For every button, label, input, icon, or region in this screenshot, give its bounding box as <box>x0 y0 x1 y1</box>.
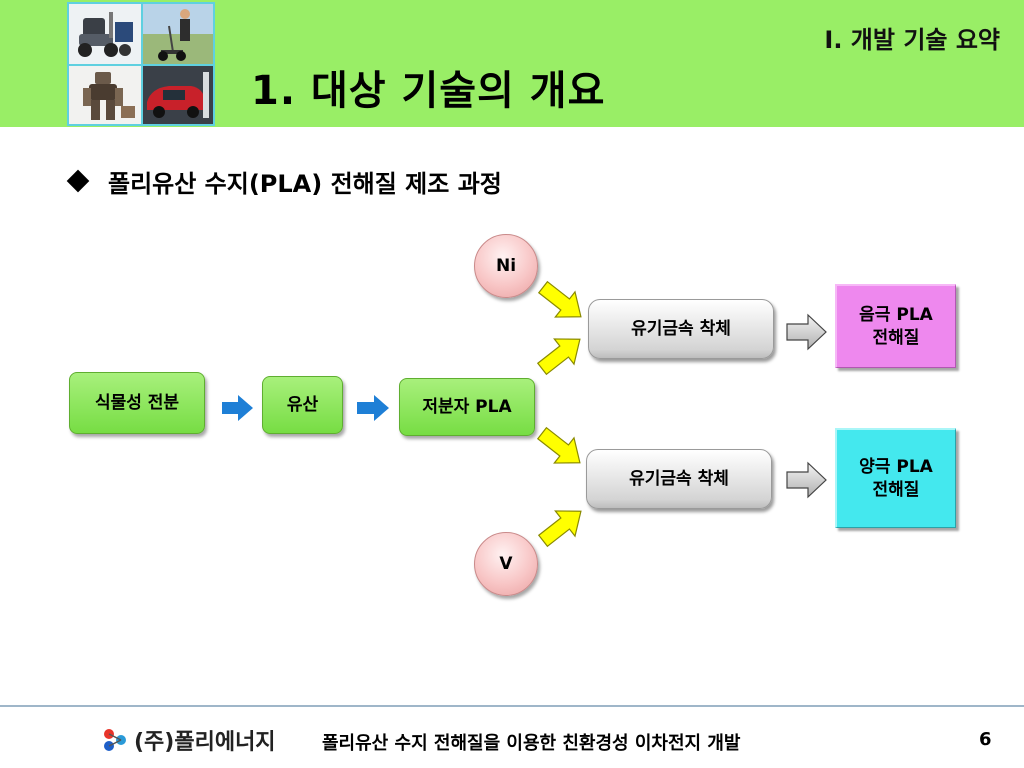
node-lactic-acid: 유산 <box>262 376 343 434</box>
photo-segway <box>143 4 213 64</box>
node-cathode-line1: 양극 PLA <box>859 456 933 477</box>
node-organometallic-complex-top: 유기금속 착체 <box>588 299 774 359</box>
photo-robot <box>69 66 141 124</box>
node-plant-starch-label: 식물성 전분 <box>94 392 180 413</box>
company-logo: (주)폴리에너지 <box>100 724 276 756</box>
company-logo-icon <box>104 729 126 751</box>
bullet-heading-text: 폴리유산 수지(PLA) 전해질 제조 과정 <box>108 169 502 198</box>
bullet-heading: 폴리유산 수지(PLA) 전해질 제조 과정 <box>66 163 502 199</box>
node-anode-line1: 음극 PLA <box>859 304 933 325</box>
arrow-complex-to-cathode <box>786 461 827 499</box>
node-anode-line2: 전해질 <box>872 327 920 348</box>
section-tag: I. 개발 기술 요약 <box>824 26 1000 54</box>
node-low-mw-pla: 저분자 PLA <box>399 378 535 436</box>
arrow-pla-to-complex-bottom <box>536 426 581 464</box>
node-plant-starch: 식물성 전분 <box>69 372 205 434</box>
header-banner: I. 개발 기술 요약 1. 대상 기술의 개요 <box>0 0 1024 127</box>
diamond-bullet-icon <box>66 169 90 193</box>
arrow-pla-to-complex-top <box>536 338 581 376</box>
node-lactic-acid-label: 유산 <box>286 394 319 415</box>
company-name: (주)폴리에너지 <box>134 730 276 755</box>
node-v-label: V <box>499 554 513 574</box>
photo-electric-car <box>143 66 213 124</box>
header-photo-collage <box>67 2 215 126</box>
node-ni: Ni <box>474 234 538 298</box>
node-low-mw-pla-label: 저분자 PLA <box>422 396 512 417</box>
node-anode-pla-electrolyte: 음극 PLA 전해질 <box>835 284 956 368</box>
node-cathode-line2: 전해질 <box>872 479 920 500</box>
node-complex-top-label: 유기금속 착체 <box>631 318 731 339</box>
node-ni-label: Ni <box>495 256 517 276</box>
arrow-ni-to-complex <box>537 280 582 318</box>
arrow-complex-to-anode <box>786 313 827 351</box>
page-number: 6 <box>979 729 992 750</box>
node-cathode-pla-electrolyte: 양극 PLA 전해질 <box>835 428 956 528</box>
node-organometallic-complex-bottom: 유기금속 착체 <box>586 449 772 509</box>
photo-mobility-scooter <box>69 4 141 64</box>
footer-title: 폴리유산 수지 전해질을 이용한 친환경성 이차전지 개발 <box>322 733 741 754</box>
footer-divider <box>0 705 1024 707</box>
node-complex-bottom-label: 유기금속 착체 <box>629 468 729 489</box>
page-title: 1. 대상 기술의 개요 <box>251 68 606 114</box>
node-v: V <box>474 532 538 596</box>
arrow-lactic-to-pla <box>357 395 389 421</box>
arrow-v-to-complex <box>537 510 582 548</box>
arrow-starch-to-lactic <box>222 395 253 421</box>
